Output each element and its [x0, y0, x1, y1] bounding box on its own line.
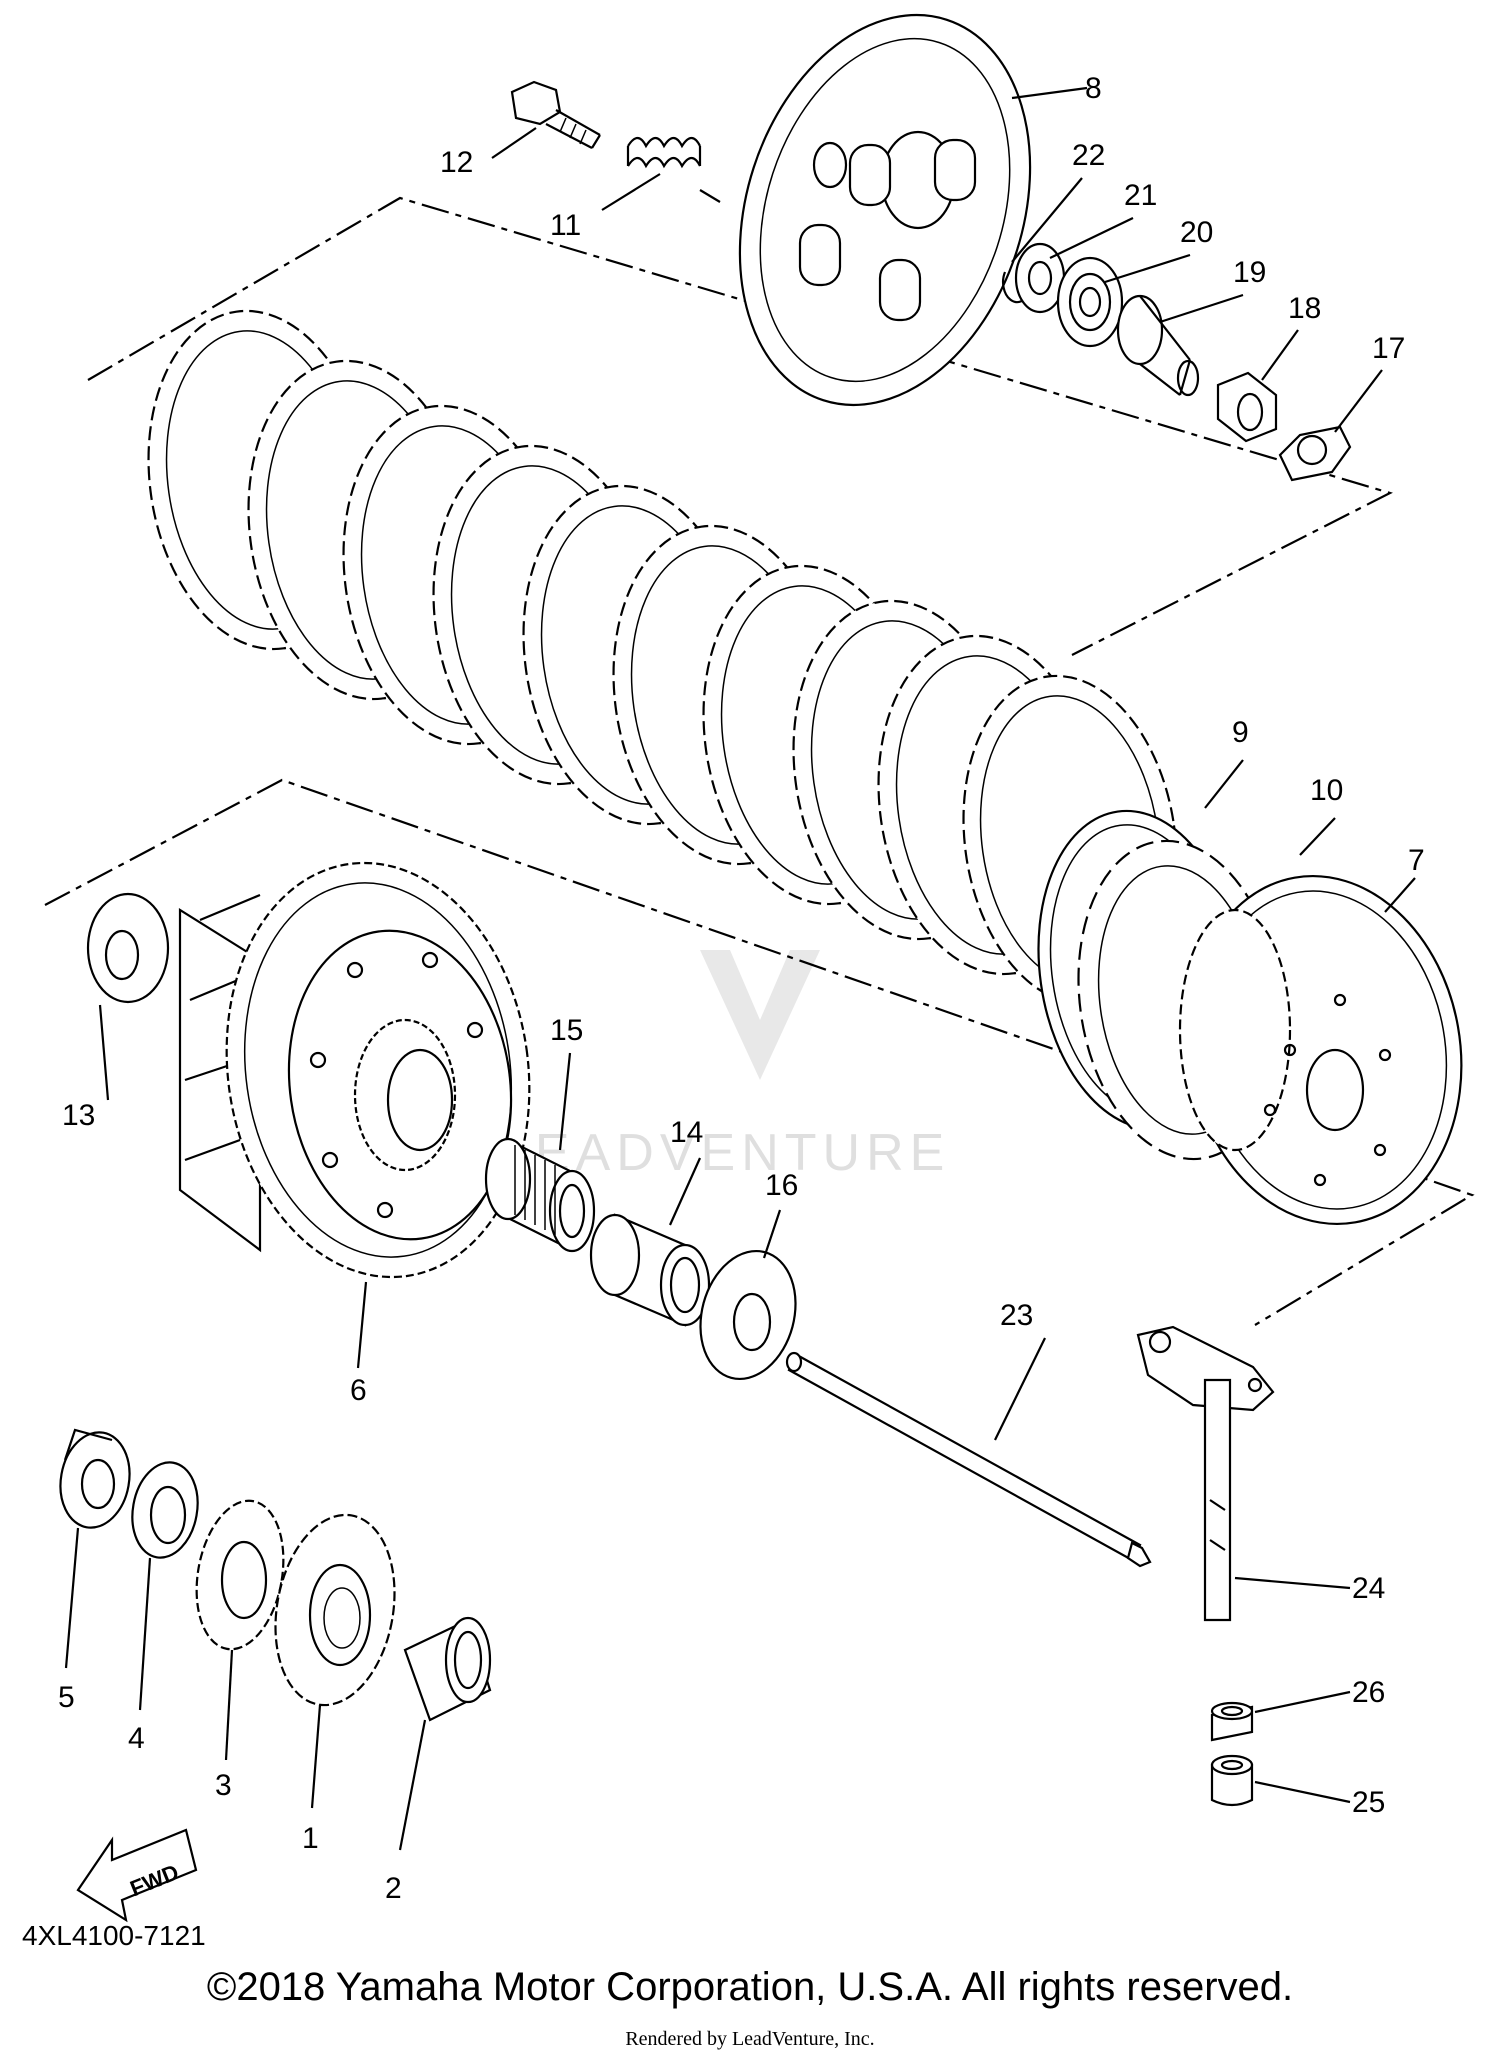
callout-25[interactable]: 25 [1352, 1786, 1385, 1819]
callout-2[interactable]: 2 [385, 1872, 402, 1905]
part-14-spacer[interactable] [589, 1213, 711, 1327]
part-18-nut[interactable] [1216, 371, 1278, 443]
part-17-lock-washer[interactable] [1278, 425, 1352, 482]
callout-24[interactable]: 24 [1352, 1572, 1385, 1605]
part-24-push-lever-shaft[interactable] [1136, 1325, 1275, 1622]
part-16-thrust-washer[interactable] [687, 1240, 810, 1389]
rendered-by-notice: Rendered by LeadVenture, Inc. [625, 2028, 875, 2050]
callout-17[interactable]: 17 [1372, 332, 1405, 365]
figure-code: 4XL4100-7121 [22, 1920, 206, 1951]
callout-11[interactable]: 11 [550, 209, 581, 242]
part-6-clutch-housing[interactable] [178, 843, 555, 1297]
callout-1[interactable]: 1 [302, 1822, 319, 1855]
part-4-washer[interactable] [125, 1457, 205, 1563]
part-13-thrust-washer[interactable] [86, 892, 170, 1004]
part-15-needle-bearing[interactable] [484, 1137, 596, 1253]
callout-10[interactable]: 10 [1310, 774, 1343, 807]
callout-6[interactable]: 6 [350, 1374, 367, 1407]
part-8-pressure-plate[interactable] [692, 0, 1078, 443]
assembly-frame-hub [44, 778, 1475, 1326]
fwd-arrow-icon: FWD [76, 1828, 198, 1923]
part-20-bearing[interactable] [1056, 256, 1124, 348]
callout-26[interactable]: 26 [1352, 1676, 1385, 1709]
part-23-push-rod[interactable] [785, 1351, 1152, 1568]
callout-20[interactable]: 20 [1180, 216, 1213, 249]
callout-19[interactable]: 19 [1233, 256, 1266, 289]
callout-22[interactable]: 22 [1072, 139, 1105, 172]
callout-12[interactable]: 12 [440, 146, 473, 179]
part-19-push-rod-1[interactable] [1116, 294, 1200, 397]
callout-5[interactable]: 5 [58, 1681, 75, 1714]
part-1-gear[interactable] [261, 1505, 409, 1714]
part-2-collar[interactable] [403, 1616, 492, 1722]
part-5-nut[interactable] [53, 1427, 137, 1533]
part-12-bolt[interactable] [510, 80, 601, 149]
part-11-spring[interactable] [626, 136, 721, 203]
callout-21[interactable]: 21 [1124, 179, 1157, 212]
callout-15[interactable]: 15 [550, 1014, 583, 1047]
callout-18[interactable]: 18 [1288, 292, 1321, 325]
part-26-oil-seal[interactable] [1210, 1701, 1254, 1742]
callout-9[interactable]: 9 [1232, 716, 1249, 749]
callout-16[interactable]: 16 [765, 1169, 798, 1202]
callout-4[interactable]: 4 [128, 1722, 145, 1755]
part-7-clutch-boss[interactable] [1162, 854, 1489, 1246]
callout-23[interactable]: 23 [1000, 1299, 1033, 1332]
leader-lines [64, 86, 1416, 1851]
callout-8[interactable]: 8 [1085, 72, 1102, 105]
copyright-notice: ©2018 Yamaha Motor Corporation, U.S.A. A… [206, 1965, 1294, 2009]
part-25-bearing[interactable] [1210, 1754, 1254, 1807]
callout-13[interactable]: 13 [62, 1099, 95, 1132]
callout-14[interactable]: 14 [670, 1116, 703, 1149]
callout-7[interactable]: 7 [1408, 844, 1425, 877]
callout-labels: 1 2 3 4 5 6 7 8 9 10 11 12 13 14 15 16 1… [58, 72, 1425, 1905]
watermark: LEADVENTURE [500, 950, 944, 1182]
callout-3[interactable]: 3 [215, 1769, 232, 1802]
part-3-gear[interactable] [186, 1494, 295, 1656]
